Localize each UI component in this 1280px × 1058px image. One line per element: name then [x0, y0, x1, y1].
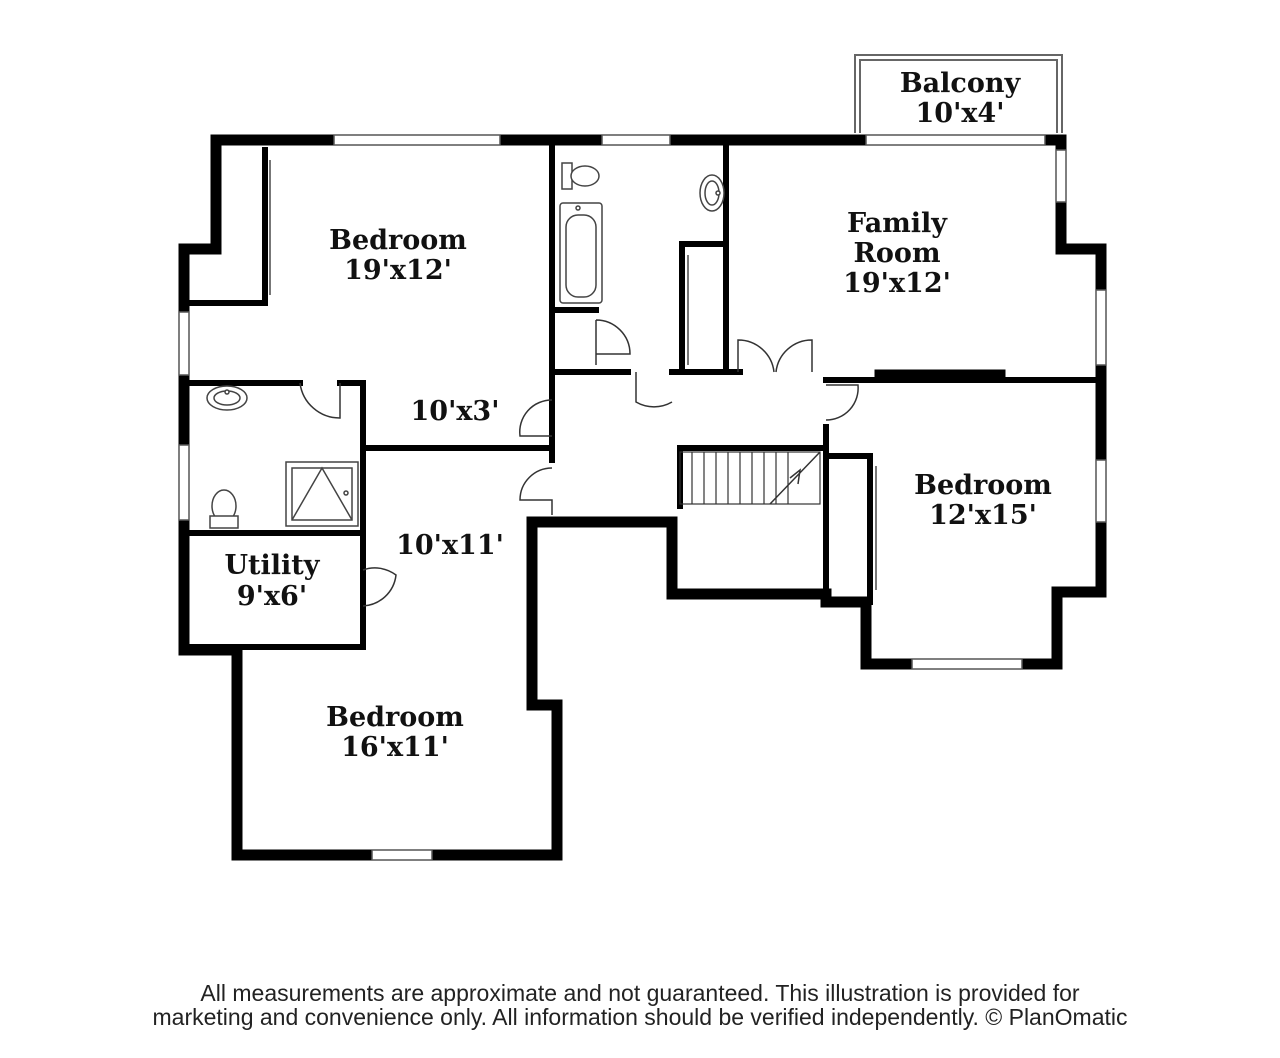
door-hall-lower: [519, 467, 553, 515]
window-top-bath: [601, 134, 671, 146]
door-hall-bath: [635, 372, 673, 408]
toilet-icon-main: [561, 162, 600, 190]
floor-plan: Balcony 10'x4' Bedroom 19'x12' Family Ro…: [178, 54, 1107, 861]
door-bath-west: [299, 382, 341, 419]
bathtub-icon: [559, 202, 603, 304]
door-bedroom-east: [825, 384, 859, 421]
wall-interior: [181, 142, 1104, 650]
label-utility-dims: 9'x6': [237, 581, 307, 612]
window-bedroom-bay: [911, 658, 1023, 670]
label-balcony-name: Balcony: [900, 68, 1022, 99]
closet-lines: [269, 160, 877, 590]
toilet-icon-west: [209, 489, 239, 529]
door-family-right: [775, 339, 813, 373]
door-bath-closet: [595, 319, 631, 365]
doors: [299, 319, 859, 607]
balcony-outline: [854, 54, 1063, 133]
fixtures: [206, 162, 725, 529]
label-balcony-dims: 10'x4': [916, 98, 1005, 129]
window-east-bedroom: [1095, 459, 1107, 523]
disclaimer-line-1: All measurements are approximate and not…: [200, 980, 1080, 1006]
window-east-top: [1055, 149, 1067, 203]
label-hall-lower-dims: 10'x11': [396, 530, 504, 561]
windows: [178, 134, 1107, 861]
label-hall-upper-dims: 10'x3': [411, 396, 500, 427]
label-family-room-dims: 19'x12': [843, 268, 951, 299]
sink-icon-main: [699, 174, 725, 212]
door-utility: [362, 567, 397, 607]
label-bedroom-south-name: Bedroom: [326, 702, 464, 733]
label-family-room-line1: Family: [847, 208, 948, 239]
label-bedroom-south-dims: 16'x11': [341, 732, 449, 763]
window-west-lower: [178, 444, 190, 521]
window-top-bedroom: [333, 134, 501, 146]
window-balcony-door: [865, 134, 1046, 146]
window-east-family: [1095, 289, 1107, 366]
shower-icon: [285, 461, 359, 527]
window-south: [371, 849, 433, 861]
sink-icon-west: [206, 385, 248, 411]
window-west-upper: [178, 311, 190, 376]
label-utility-name: Utility: [225, 550, 321, 581]
disclaimer-line-2: marketing and convenience only. All info…: [152, 1004, 1128, 1030]
room-labels: Balcony 10'x4' Bedroom 19'x12' Family Ro…: [225, 68, 1052, 763]
stairs: [679, 451, 821, 505]
label-bedroom-east-name: Bedroom: [914, 470, 1052, 501]
door-family-left: [737, 339, 775, 373]
label-bedroom-east-dims: 12'x15': [929, 500, 1037, 531]
label-family-room-line2: Room: [853, 238, 940, 269]
label-bedroom-nw-dims: 19'x12': [344, 255, 452, 286]
disclaimer: All measurements are approximate and not…: [0, 981, 1280, 1029]
door-hall-upper: [519, 399, 553, 437]
label-bedroom-nw-name: Bedroom: [329, 225, 467, 256]
